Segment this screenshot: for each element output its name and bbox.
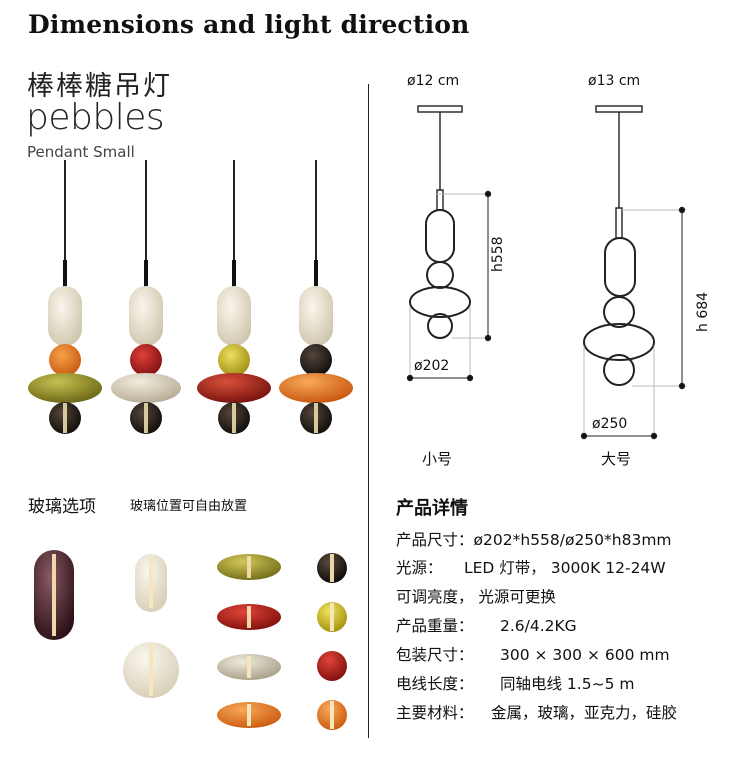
details-title: 产品详情 xyxy=(396,498,468,519)
spec-row-package: 包装尺寸： 300 × 300 × 600 mm xyxy=(396,643,670,665)
spec-row-materials: 主要材料： 金属，玻璃，亚克力，硅胶 xyxy=(396,701,677,723)
swatch-red-disc xyxy=(217,604,281,630)
spec-value: 同轴电线 1.5~5 m xyxy=(500,675,635,693)
small-height: h558 xyxy=(490,236,506,272)
pendant-lamps-illustration xyxy=(28,160,353,434)
spec-value: LED 灯带， 3000K 12-24W xyxy=(464,559,666,577)
spec-row-light-source: 光源： LED 灯带， 3000K 12-24W xyxy=(396,556,666,578)
product-cn-title: 棒棒糖吊灯 xyxy=(27,71,172,102)
spec-value: 金属，玻璃，亚克力，硅胶 xyxy=(491,704,678,722)
lamp-4 xyxy=(279,160,353,434)
glass-options-note: 玻璃位置可自由放置 xyxy=(130,499,248,514)
spec-row-dimmable: 可调亮度， 光源可更换 xyxy=(396,585,556,607)
spec-key: 电线长度： xyxy=(396,675,474,693)
vertical-divider xyxy=(368,84,369,738)
swatch-plum-pill xyxy=(34,550,74,640)
swatch-orange-sphere xyxy=(317,700,347,730)
product-subtitle: Pendant Small xyxy=(27,143,135,161)
spec-key: 光源： xyxy=(396,559,443,577)
lamp-1 xyxy=(28,160,102,434)
swatch-cream-round xyxy=(123,642,179,698)
spec-key: 包装尺寸： xyxy=(396,646,474,664)
swatch-cream-pill xyxy=(135,554,167,612)
spec-key: 可调亮度， 光源可更换 xyxy=(396,588,556,606)
spec-key: 产品尺寸： xyxy=(396,531,474,549)
spec-row-dimensions: 产品尺寸：ø202*h558/ø250*h83mm xyxy=(396,528,672,550)
small-canopy-diameter: ø12 cm xyxy=(407,73,460,89)
swatch-black-sphere xyxy=(317,553,347,583)
small-lamp-drawing xyxy=(406,105,492,382)
glass-swatches xyxy=(34,550,347,730)
swatch-yellow-sphere xyxy=(317,602,347,632)
spec-value: 2.6/4.2KG xyxy=(500,617,577,635)
spec-row-weight: 产品重量： 2.6/4.2KG xyxy=(396,614,577,636)
spec-value: ø202*h558/ø250*h83mm xyxy=(473,531,672,549)
swatch-red-sphere xyxy=(317,651,347,681)
page-title: Dimensions and light direction xyxy=(28,10,470,39)
glass-options-heading: 玻璃选项 xyxy=(28,497,96,517)
spec-row-cable: 电线长度： 同轴电线 1.5~5 m xyxy=(396,672,634,694)
small-size-label: 小号 xyxy=(422,450,453,468)
swatch-grey-disc xyxy=(217,654,281,680)
spec-key: 产品重量： xyxy=(396,617,474,635)
large-height: h 684 xyxy=(695,291,711,332)
small-diameter: ø202 xyxy=(414,358,450,374)
swatch-orange-disc xyxy=(217,702,281,728)
swatch-olive-disc xyxy=(217,554,281,580)
large-diameter: ø250 xyxy=(592,416,628,432)
large-lamp-drawing xyxy=(580,105,686,440)
large-size-label: 大号 xyxy=(601,450,632,468)
lamp-3 xyxy=(197,160,271,434)
dimension-diagram xyxy=(406,105,686,440)
spec-key: 主要材料： xyxy=(396,704,474,722)
spec-value: 300 × 300 × 600 mm xyxy=(500,646,670,664)
large-canopy-diameter: ø13 cm xyxy=(588,73,641,89)
lamp-2 xyxy=(111,160,181,434)
brand-name: pebbles xyxy=(26,97,165,138)
